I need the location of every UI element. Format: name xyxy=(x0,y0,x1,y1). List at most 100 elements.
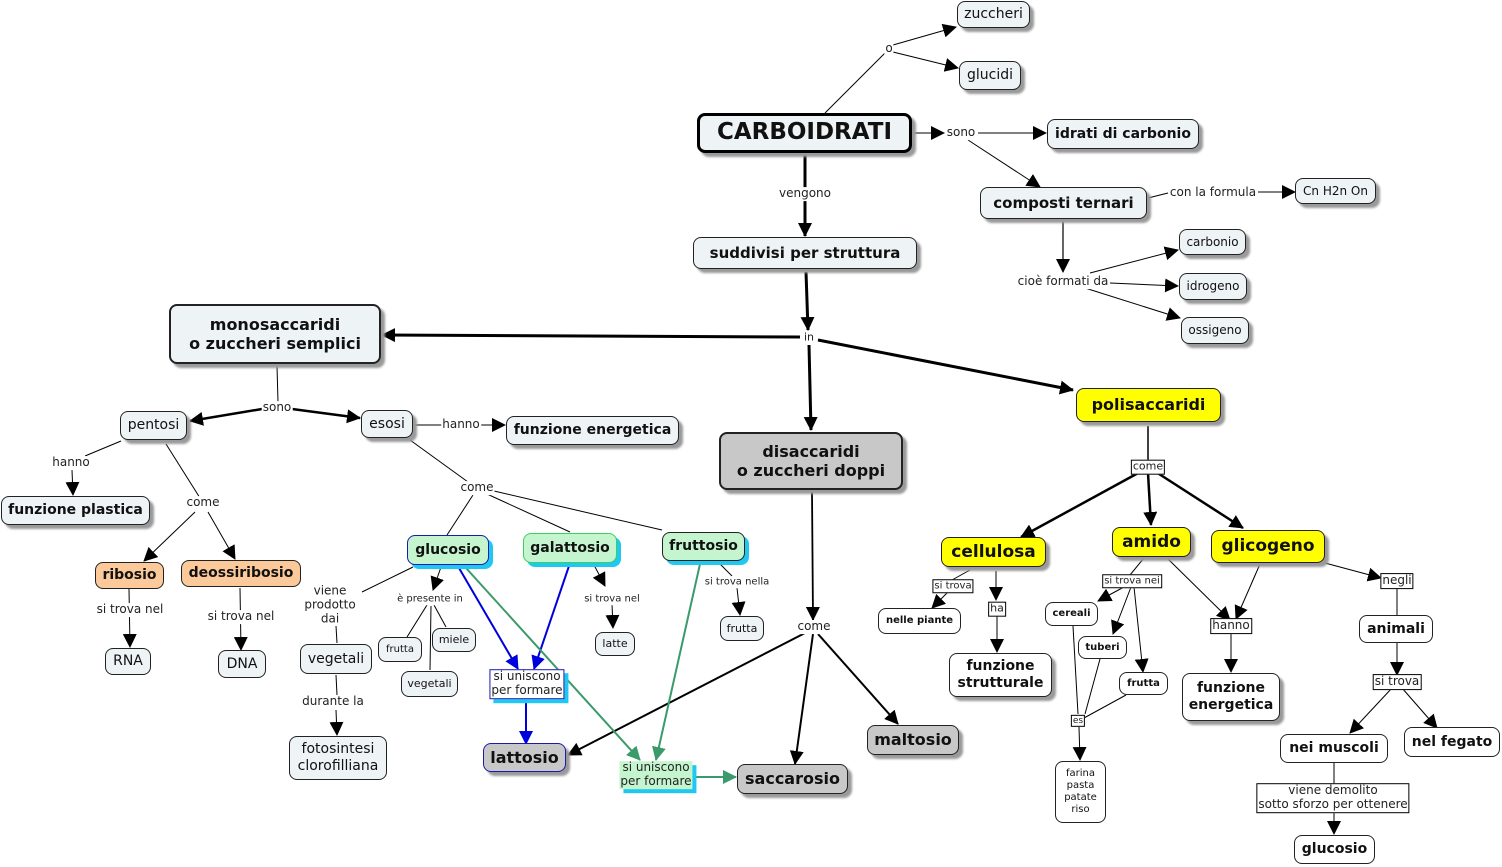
node-disaccaridi[interactable]: disaccaridi o zuccheri doppi xyxy=(719,432,903,490)
link-line xyxy=(65,469,80,496)
link-line xyxy=(361,566,414,593)
node-formula[interactable]: Cn H2n On xyxy=(1295,178,1376,204)
node-tuberi[interactable]: tuberi xyxy=(1078,636,1127,659)
link-label-si-uniscono-lattosio: si uniscono per formare xyxy=(489,669,565,699)
link-line xyxy=(486,493,571,533)
sucrose-link xyxy=(652,563,701,761)
node-suddivisi-per-struttura[interactable]: suddivisi per struttura xyxy=(693,237,917,269)
node-glucosio[interactable]: glucosio xyxy=(407,535,489,565)
link-line xyxy=(329,709,344,736)
link-label-negli: negli xyxy=(1380,573,1414,589)
node-funzione-plastica[interactable]: funzione plastica xyxy=(1,496,150,525)
node-nel-fegato[interactable]: nel fegato xyxy=(1404,727,1500,757)
node-latte[interactable]: latte xyxy=(595,632,635,656)
link-line xyxy=(429,605,432,671)
node-vegetali-glucosio[interactable]: vegetali xyxy=(401,671,458,697)
link-line xyxy=(1129,557,1145,576)
node-composti-ternari[interactable]: composti ternari xyxy=(980,187,1147,219)
link-line xyxy=(824,49,889,114)
node-nelle-piante[interactable]: nelle piante xyxy=(878,608,961,634)
node-esosi[interactable]: esosi xyxy=(361,410,413,438)
node-fotosintesi[interactable]: fotosintesi clorofilliana xyxy=(289,736,387,780)
link-line xyxy=(335,674,338,696)
link-line xyxy=(1349,687,1393,734)
link-label-si-trova-nel-rna: si trova nel xyxy=(95,602,165,617)
link-line xyxy=(189,407,263,426)
link-line xyxy=(605,603,620,629)
node-frutta-fruttosio[interactable]: frutta xyxy=(720,616,764,641)
link-label-come-polisaccaridi: come xyxy=(1130,459,1166,475)
node-maltosio[interactable]: maltosio xyxy=(867,725,959,755)
node-funzione-strutturale[interactable]: funzione strutturale xyxy=(949,653,1052,697)
node-frutta-glucosio[interactable]: frutta xyxy=(378,637,422,662)
node-miele[interactable]: miele xyxy=(432,628,476,652)
node-deossiribosio[interactable]: deossiribosio xyxy=(181,560,301,587)
link-line xyxy=(406,604,428,638)
node-ribosio[interactable]: ribosio xyxy=(95,562,164,589)
link-line xyxy=(381,328,801,343)
link-line xyxy=(207,511,236,560)
node-carboidrati[interactable]: CARBOIDRATI xyxy=(697,113,912,153)
link-line xyxy=(718,562,733,577)
node-cereali[interactable]: cereali xyxy=(1045,602,1098,626)
link-line xyxy=(1165,556,1231,621)
node-pentosi[interactable]: pentosi xyxy=(120,411,187,440)
link-label-si-uniscono-saccarosio: si uniscono per formare xyxy=(619,760,693,789)
node-glicogeno[interactable]: glicogeno xyxy=(1211,530,1325,563)
node-lattosio[interactable]: lattosio xyxy=(483,743,566,772)
node-amido[interactable]: amido xyxy=(1112,527,1191,557)
link-line xyxy=(1324,562,1382,582)
link-line xyxy=(430,566,444,591)
link-label-e-presente-in: è presente in xyxy=(396,593,464,605)
node-dna[interactable]: DNA xyxy=(218,650,266,678)
link-line xyxy=(567,632,806,756)
node-glucidi[interactable]: glucidi xyxy=(959,61,1021,90)
link-line xyxy=(817,633,899,725)
link-label-si-trova-nella: si trova nella xyxy=(703,576,771,588)
link-label-viene-prodotto-dai: viene prodotto dai xyxy=(303,583,357,626)
link-line xyxy=(1143,472,1158,526)
link-line xyxy=(1084,658,1101,715)
link-line xyxy=(1097,586,1125,602)
link-line xyxy=(805,491,820,621)
link-line xyxy=(1111,586,1132,635)
link-line xyxy=(967,139,1041,188)
link-line xyxy=(1147,192,1169,199)
link-label-hanno-poli: hanno xyxy=(1210,618,1252,634)
node-farina-pasta-patate-riso[interactable]: farina pasta patate riso xyxy=(1055,761,1106,823)
link-line xyxy=(1072,625,1079,715)
node-funzione-energetica[interactable]: funzione energetica xyxy=(506,416,679,445)
node-nei-muscoli[interactable]: nei muscoli xyxy=(1280,734,1388,763)
node-glucosio-finale[interactable]: glucosio xyxy=(1294,835,1375,864)
link-line xyxy=(291,407,361,424)
link-label-con-la-formula: con la formula xyxy=(1168,185,1258,200)
node-animali[interactable]: animali xyxy=(1359,615,1433,643)
link-label-come-esosi: come xyxy=(459,480,495,495)
link-line xyxy=(789,633,814,765)
link-label-si-trova-nei: si trova nei xyxy=(1102,574,1162,588)
node-saccarosio[interactable]: saccarosio xyxy=(737,764,848,794)
link-line xyxy=(335,625,338,644)
link-line xyxy=(1020,470,1141,539)
node-frutta-amido[interactable]: frutta xyxy=(1119,672,1168,695)
node-fruttosio[interactable]: fruttosio xyxy=(662,532,745,561)
node-carbonio[interactable]: carbonio xyxy=(1179,229,1246,255)
node-rna[interactable]: RNA xyxy=(105,648,151,675)
link-line xyxy=(731,587,746,616)
node-idrati-di-carbonio[interactable]: idrati di carbonio xyxy=(1047,119,1199,149)
node-galattosio[interactable]: galattosio xyxy=(523,533,617,563)
node-polisaccaridi[interactable]: polisaccaridi xyxy=(1076,388,1221,422)
node-cellulosa[interactable]: cellulosa xyxy=(941,537,1046,567)
node-idrogeno[interactable]: idrogeno xyxy=(1179,273,1247,300)
node-funzione-energetica-poli[interactable]: funzione energetica xyxy=(1182,673,1280,721)
link-line xyxy=(1234,563,1261,620)
link-label-hanno-pentosi: hanno xyxy=(51,455,91,470)
node-ossigeno[interactable]: ossigeno xyxy=(1181,317,1249,344)
link-label-es: es xyxy=(1070,714,1086,728)
link-line xyxy=(1072,726,1087,761)
node-vegetali[interactable]: vegetali xyxy=(300,644,372,674)
link-line xyxy=(1155,470,1244,530)
node-monosaccaridi[interactable]: monosaccaridi o zuccheri semplici xyxy=(169,304,381,364)
node-zuccheri[interactable]: zuccheri xyxy=(957,1,1030,28)
link-line xyxy=(1089,246,1179,274)
